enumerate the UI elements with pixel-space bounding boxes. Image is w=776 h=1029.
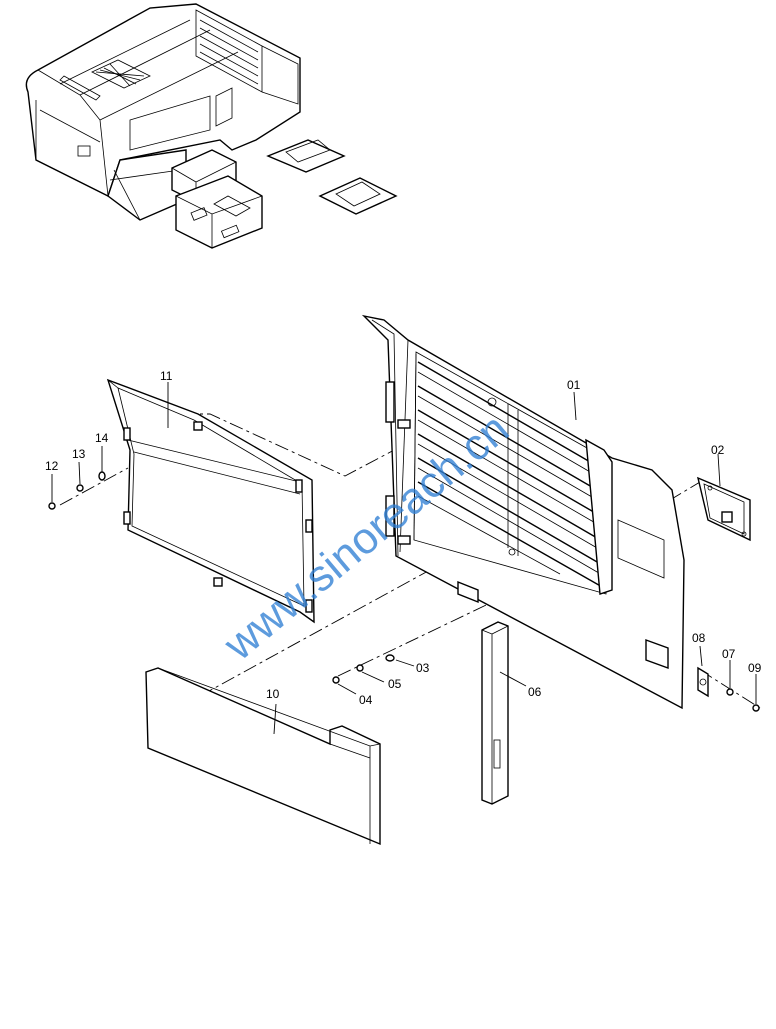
- callouts: 11 01 02 14 13 12 03 05 04 06 10 08 07 0…: [45, 369, 762, 735]
- callout-06: 06: [528, 685, 542, 699]
- callout-14: 14: [95, 431, 109, 445]
- part-06-strip: [481, 621, 509, 805]
- overview-assembly: [25, 3, 398, 249]
- callout-08: 08: [692, 631, 706, 645]
- callout-05: 05: [388, 677, 402, 691]
- callout-13: 13: [72, 447, 86, 461]
- fasteners: [48, 471, 760, 712]
- callout-03: 03: [416, 661, 430, 675]
- callout-04: 04: [359, 693, 373, 707]
- callout-09: 09: [748, 661, 762, 675]
- callout-02: 02: [711, 443, 725, 457]
- part-11-window-frame: [106, 378, 315, 624]
- callout-11: 11: [160, 369, 173, 383]
- callout-01: 01: [567, 378, 581, 392]
- callout-10: 10: [266, 687, 280, 701]
- part-02-cover-plate: [696, 476, 751, 542]
- callout-07: 07: [722, 647, 736, 661]
- part-10-lower-cover: [145, 667, 381, 846]
- callout-12: 12: [45, 459, 59, 473]
- part-01-side-panel: [361, 314, 685, 710]
